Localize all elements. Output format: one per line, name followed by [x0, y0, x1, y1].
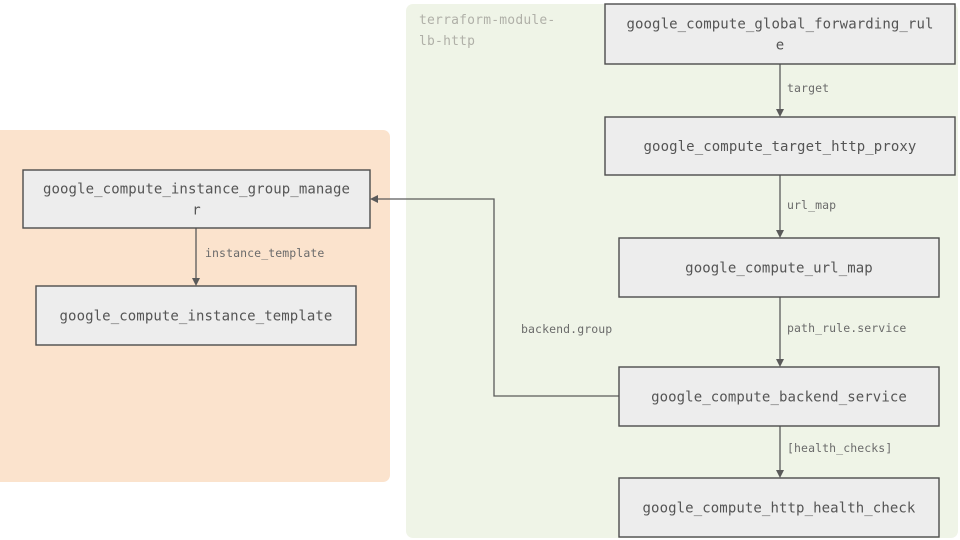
edge-arrowhead [776, 109, 784, 117]
node-google-compute-url-map[interactable]: google_compute_url_map [618, 237, 940, 298]
edge-health-checks [776, 426, 784, 478]
node-box[interactable] [35, 285, 357, 346]
edge-layer [192, 64, 784, 478]
edge-label: backend.group [521, 322, 612, 336]
node-label: google_compute_url_map [685, 261, 873, 277]
edge-arrowhead [776, 470, 784, 478]
node-label: google_compute_instance_template [60, 309, 333, 325]
edge-label: path_rule.service [787, 321, 906, 335]
node-box[interactable] [604, 3, 956, 65]
edge-target [776, 64, 784, 117]
node-google-compute-backend-service[interactable]: google_compute_backend_service [618, 366, 940, 427]
node-box[interactable] [604, 116, 956, 176]
edge-url-map [776, 175, 784, 238]
node-label: google_compute_http_health_check [643, 501, 916, 517]
cluster-label: terraform-module-lb-http [419, 13, 555, 49]
edge-label: [health_checks] [787, 441, 892, 455]
edge-line [377, 198, 619, 397]
edge-arrowhead [776, 230, 784, 238]
edge-label-layer: target url_map path_rule.service [health_ch… [205, 81, 906, 455]
edge-label: target [787, 81, 829, 95]
node-box[interactable] [618, 477, 940, 538]
node-box[interactable] [618, 366, 940, 427]
edge-arrowhead [192, 278, 200, 286]
node-box[interactable] [22, 169, 371, 229]
node-google-compute-target-http-proxy[interactable]: google_compute_target_http_proxy [604, 116, 956, 176]
node-box[interactable] [618, 237, 940, 298]
edge-path-rule-service [776, 297, 784, 367]
edge-instance-template [192, 228, 200, 286]
edge-label: url_map [787, 198, 836, 212]
node-label: google_compute_target_http_proxy [644, 139, 917, 155]
node-label: google_compute_backend_service [651, 390, 907, 406]
edge-arrowhead [370, 195, 378, 203]
edge-backend-group [370, 195, 619, 397]
node-google-compute-http-health-check[interactable]: google_compute_http_health_check [618, 477, 940, 538]
edge-label: instance_template [205, 246, 324, 260]
node-google-compute-instance-template[interactable]: google_compute_instance_template [35, 285, 357, 346]
edge-arrowhead [776, 359, 784, 367]
